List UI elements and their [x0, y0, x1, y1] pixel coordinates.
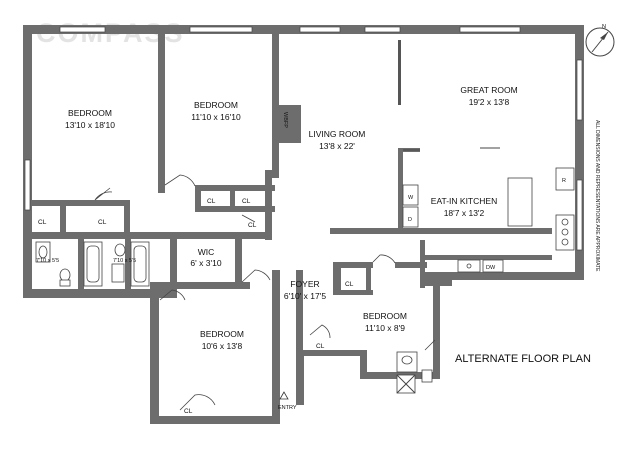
- svg-text:6'10' x 17'5: 6'10' x 17'5: [284, 291, 326, 301]
- svg-text:10'6 x 13'8: 10'6 x 13'8: [202, 341, 243, 351]
- svg-text:BEDROOM: BEDROOM: [200, 329, 244, 339]
- svg-text:BEDROOM: BEDROOM: [194, 100, 238, 110]
- svg-text:CL: CL: [248, 222, 257, 229]
- room-bedroom-2: BEDROOM 11'10 x 16'10: [191, 100, 241, 122]
- washer-label: W: [408, 195, 414, 201]
- svg-text:ENTRY: ENTRY: [278, 405, 297, 411]
- windows: [24, 26, 583, 251]
- disclaimer-text: ALL DIMENSIONS AND REPRESENTATIONS ARE A…: [594, 120, 600, 272]
- svg-text:LIVING ROOM: LIVING ROOM: [309, 129, 366, 139]
- bath-fixtures: [35, 241, 433, 394]
- svg-text:CL: CL: [316, 343, 325, 350]
- room-kitchen: EAT-IN KITCHEN 18'7 x 13'2: [431, 196, 497, 218]
- svg-text:CL: CL: [184, 408, 193, 415]
- kitchen-fixtures: [402, 147, 575, 273]
- svg-text:CL: CL: [207, 198, 216, 205]
- svg-text:19'2 x 13'8: 19'2 x 13'8: [469, 97, 510, 107]
- room-bedroom-1: BEDROOM 13'10 x 18'10: [65, 108, 115, 130]
- room-bedroom-4: BEDROOM 11'10 x 8'9: [363, 311, 407, 333]
- svg-text:EAT-IN KITCHEN: EAT-IN KITCHEN: [431, 196, 497, 206]
- svg-text:WIC: WIC: [198, 247, 215, 257]
- bath-2-dim: 7'10 x 5'5: [113, 258, 136, 264]
- svg-text:13'10 x 18'10: 13'10 x 18'10: [65, 120, 115, 130]
- svg-text:BEDROOM: BEDROOM: [68, 108, 112, 118]
- north-compass-icon: N: [585, 24, 615, 57]
- plan-title: ALTERNATE FLOOR PLAN: [455, 353, 591, 365]
- svg-text:CL: CL: [345, 281, 354, 288]
- room-bedroom-3: BEDROOM 10'6 x 13'8: [200, 329, 244, 351]
- interior-walls: [32, 33, 552, 390]
- svg-text:18'7 x 13'2: 18'7 x 13'2: [444, 208, 485, 218]
- room-living: LIVING ROOM 13'8 x 22': [309, 129, 366, 151]
- svg-text:GREAT ROOM: GREAT ROOM: [460, 85, 517, 95]
- svg-text:BEDROOM: BEDROOM: [363, 311, 407, 321]
- wbfp-label: WBFP: [282, 112, 288, 128]
- entry-marker: ENTRY: [278, 391, 297, 411]
- room-wic: WIC 6' x 3'10: [190, 247, 221, 268]
- dryer-label: D: [408, 217, 412, 223]
- fridge-label: R: [562, 178, 566, 184]
- svg-text:11'10 x 8'9: 11'10 x 8'9: [365, 323, 405, 333]
- svg-text:6' x 3'10: 6' x 3'10: [190, 258, 221, 268]
- svg-text:CL: CL: [242, 198, 251, 205]
- dishwasher-label: DW: [486, 265, 496, 271]
- doors: [94, 174, 436, 411]
- svg-text:CL: CL: [38, 219, 47, 226]
- room-great: GREAT ROOM 19'2 x 13'8: [460, 85, 517, 107]
- bath-1-dim: 7'10 x 5'5: [36, 258, 59, 264]
- room-foyer: FOYER 6'10' x 17'5: [284, 279, 326, 301]
- svg-text:FOYER: FOYER: [290, 279, 319, 289]
- svg-text:11'10 x 16'10: 11'10 x 16'10: [191, 112, 241, 122]
- svg-text:CL: CL: [98, 219, 107, 226]
- svg-text:13'8 x 22': 13'8 x 22': [319, 141, 355, 151]
- svg-text:N: N: [602, 24, 606, 30]
- closet-labels: CL CL CL CL CL CL CL CL: [38, 198, 354, 415]
